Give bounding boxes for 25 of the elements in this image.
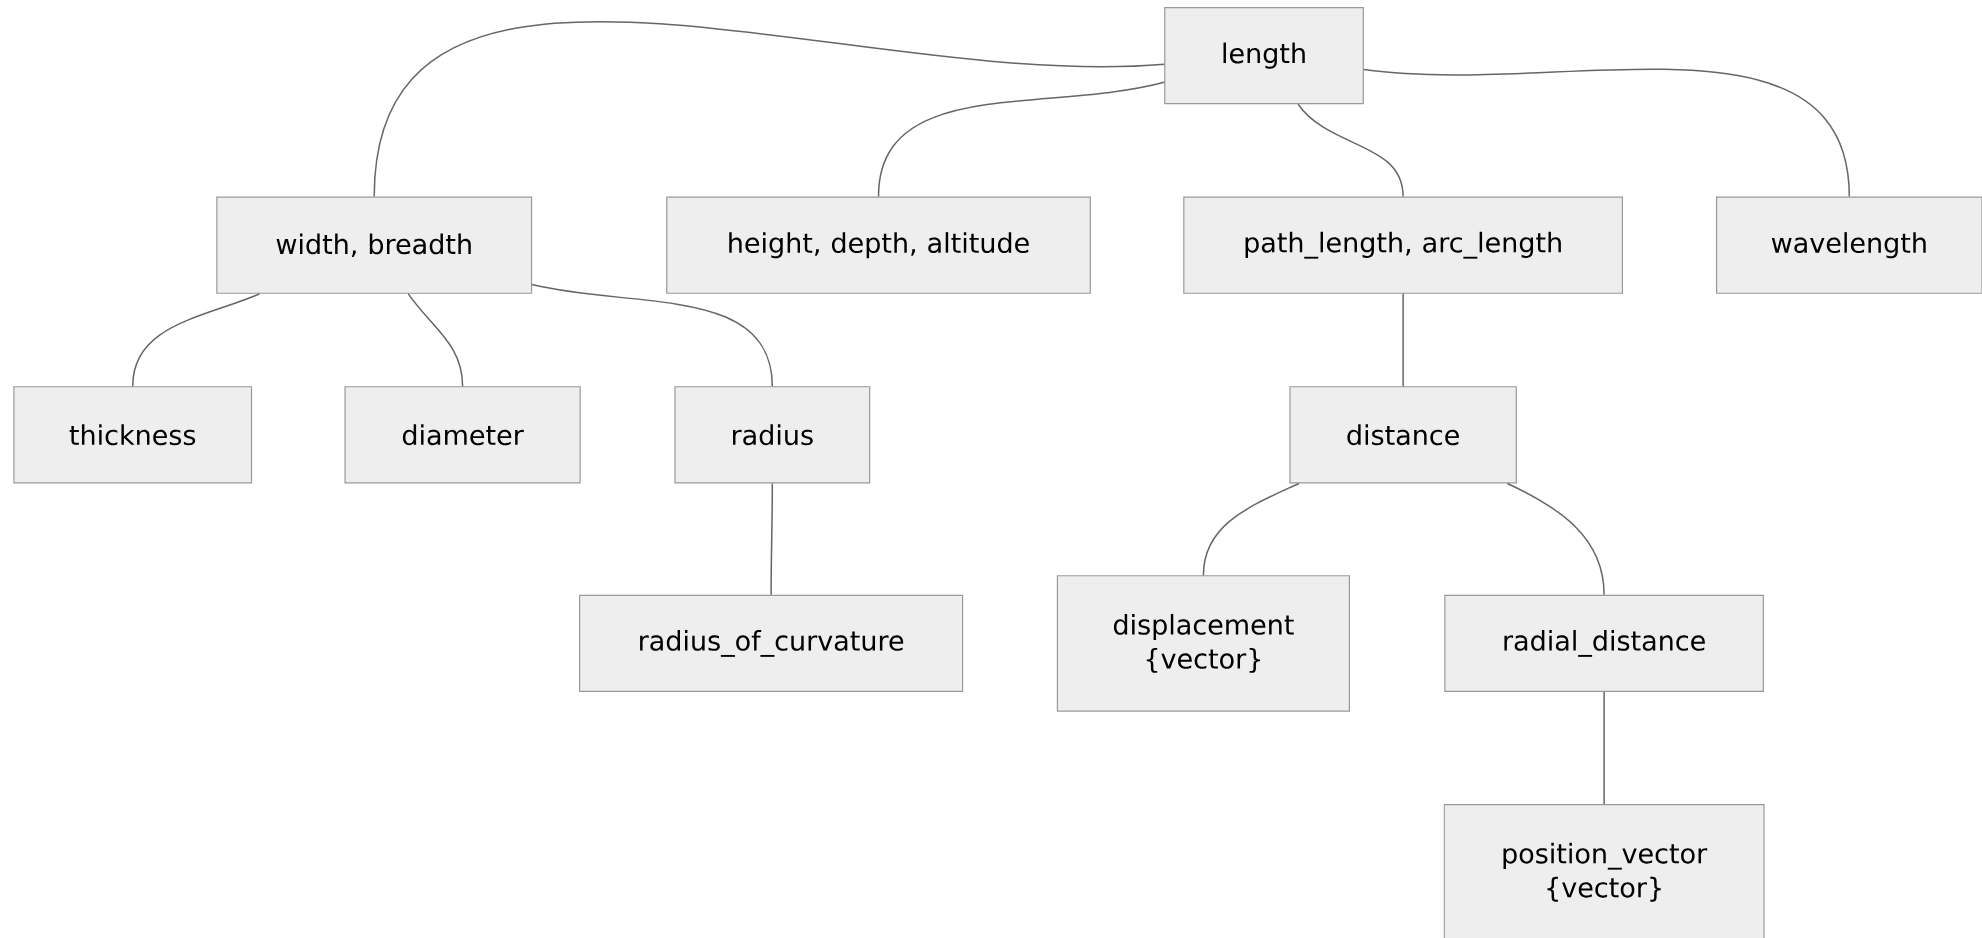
connector-line <box>1506 482 1605 596</box>
concept-box: radius_of_curvature <box>579 594 964 693</box>
connector-line <box>531 283 774 387</box>
connector-line <box>1297 103 1404 198</box>
connector-line <box>407 293 464 387</box>
concept-box: radius <box>674 386 871 484</box>
concept-box: height, depth, altitude <box>666 196 1091 294</box>
connector-line <box>1402 293 1404 387</box>
concept-box: displacement {vector} <box>1056 575 1350 712</box>
connector-line <box>1603 691 1605 805</box>
concept-box: path_length, arc_length <box>1183 196 1623 294</box>
connector-line <box>770 482 774 596</box>
connector-line <box>1363 68 1851 198</box>
connector-line <box>131 293 261 387</box>
connector-line <box>373 21 1165 198</box>
concept-box: diameter <box>344 386 581 484</box>
concept-box: length <box>1164 6 1364 105</box>
concept-box: width, breadth <box>216 196 533 294</box>
connector-line <box>877 81 1165 198</box>
concept-box: radial_distance <box>1444 594 1764 693</box>
connector-line <box>1202 482 1300 576</box>
concept-box: position_vector {vector} <box>1443 803 1765 938</box>
concept-box: thickness <box>13 386 253 484</box>
concept-box: distance <box>1289 386 1517 484</box>
concept-box: wavelength <box>1716 196 1982 294</box>
